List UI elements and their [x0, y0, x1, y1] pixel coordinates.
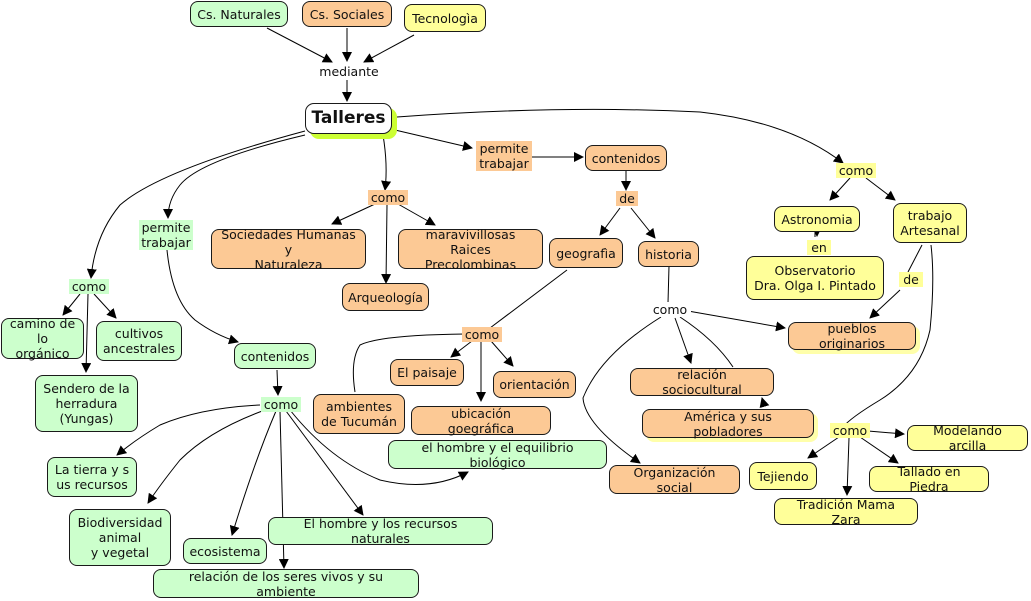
- edge: [907, 244, 923, 273]
- edge: [331, 203, 376, 225]
- node-arqueologia[interactable]: Arqueología: [342, 283, 429, 311]
- node-contenidos-sociales[interactable]: contenidos: [585, 145, 667, 171]
- node-cs-sociales[interactable]: Cs. Sociales: [302, 1, 392, 27]
- edge: [859, 436, 899, 464]
- edge: [166, 249, 239, 345]
- node-ubicacion-geografica[interactable]: ubicación goegráfica: [411, 406, 551, 436]
- edge: [842, 437, 853, 496]
- edge: [363, 34, 415, 63]
- edge: [272, 369, 283, 396]
- node-geografia[interactable]: geografìa: [549, 238, 623, 268]
- node-relacion-seres-vivos[interactable]: relación de los seres vivos y su ambient…: [153, 569, 419, 599]
- edge: [599, 207, 621, 236]
- node-tierra-recursos[interactable]: La tierra y s us recursos: [47, 457, 137, 497]
- node-ambientes-tucuman[interactable]: ambientes de Tucumán: [313, 394, 405, 434]
- edge: [865, 177, 896, 201]
- link-permite-trabajar-orange: permite trabajar: [476, 141, 532, 171]
- edge: [289, 409, 469, 485]
- node-trabajo-artesanal[interactable]: trabajo Artesanal: [893, 203, 967, 243]
- edge: [285, 410, 364, 516]
- node-hombre-recursos-naturales[interactable]: El hombre y los recursos naturales: [268, 516, 493, 546]
- edge: [674, 317, 693, 364]
- node-cultivos-ancestrales[interactable]: cultivos ancestrales: [96, 321, 182, 361]
- edge: [381, 204, 392, 284]
- link-de-contenidos: de: [616, 191, 638, 206]
- edge: [867, 428, 905, 439]
- node-observatorio[interactable]: Observatorio Dra. Olga I. Pintado: [746, 256, 884, 300]
- node-tejiendo[interactable]: Tejiendo: [749, 462, 817, 490]
- link-mediante: mediante: [317, 64, 381, 79]
- node-orientacion[interactable]: orientación: [493, 371, 576, 398]
- edge: [450, 340, 473, 358]
- edge: [490, 340, 514, 367]
- edge: [841, 244, 934, 429]
- edge: [759, 397, 770, 409]
- edge: [163, 134, 306, 219]
- node-cs-naturales[interactable]: Cs. Naturales: [190, 1, 288, 27]
- node-contenidos-naturales[interactable]: contenidos: [234, 343, 316, 369]
- edge: [582, 316, 662, 464]
- edge: [489, 269, 568, 329]
- edge: [667, 265, 670, 304]
- edge: [630, 207, 656, 239]
- edge: [229, 410, 277, 536]
- node-ecosistema[interactable]: ecosistema: [183, 538, 267, 564]
- edge: [86, 130, 306, 279]
- node-pueblos-originarios[interactable]: pueblos originarios: [788, 321, 916, 351]
- node-el-paisaje[interactable]: El paisaje: [390, 359, 464, 386]
- edge: [869, 289, 901, 319]
- edge: [266, 27, 333, 63]
- link-como-artesanal: como: [830, 423, 870, 438]
- node-tecnologia[interactable]: Tecnologìa: [404, 4, 486, 32]
- node-sendero-herradura[interactable]: Sendero de la herradura (Yungas): [35, 375, 138, 432]
- node-modelando-arcilla[interactable]: Modelando arcilla: [907, 423, 1028, 453]
- link-permite-trabajar-green: permite trabajar: [139, 220, 193, 250]
- edge: [352, 333, 466, 393]
- node-sociedades-humanas[interactable]: Sociedades Humanas y Naturaleza: [211, 227, 366, 272]
- link-de-artesanal: de: [899, 272, 923, 287]
- link-como-center: como: [368, 190, 408, 205]
- node-raices-precolombinas[interactable]: maravivillosas Raices Precolombinas: [398, 227, 543, 272]
- edge: [396, 108, 844, 164]
- node-america-pobladores[interactable]: América y sus pobladores: [642, 409, 814, 439]
- edge: [147, 409, 266, 504]
- edge: [81, 293, 92, 373]
- node-historia[interactable]: historia: [638, 241, 699, 267]
- node-camino-organico[interactable]: camino de lo orgánico: [1, 316, 84, 361]
- edge: [829, 177, 851, 201]
- edge: [679, 316, 734, 368]
- node-astronomia[interactable]: Astronomia: [774, 206, 860, 232]
- edge: [62, 293, 81, 316]
- edge: [381, 134, 392, 191]
- edge: [687, 310, 786, 332]
- node-talleres[interactable]: Talleres: [305, 103, 392, 134]
- link-como-geografia: como: [462, 327, 502, 342]
- edge: [116, 404, 261, 456]
- edge: [397, 203, 436, 226]
- edge: [394, 129, 473, 151]
- link-como-historia: como: [649, 302, 691, 317]
- edge: [807, 436, 840, 459]
- node-equilibrio-biologico[interactable]: el hombre y el equilibrio biológico: [388, 440, 607, 470]
- edge: [93, 293, 117, 319]
- node-mama-zara[interactable]: Tradición Mama Zara: [774, 497, 918, 527]
- node-biodiversidad[interactable]: Biodiversidad animal y vegetal: [69, 509, 171, 566]
- link-como-contenidos: como: [261, 397, 301, 412]
- node-tallado-piedra[interactable]: Tallado en Piedra: [869, 464, 989, 494]
- node-organizacion-social[interactable]: Organización social: [609, 465, 740, 495]
- node-relacion-sociocultural[interactable]: relación sociocultural: [630, 367, 774, 397]
- link-como-left: como: [69, 279, 109, 294]
- link-como-right: como: [836, 163, 876, 178]
- link-en: en: [807, 240, 831, 255]
